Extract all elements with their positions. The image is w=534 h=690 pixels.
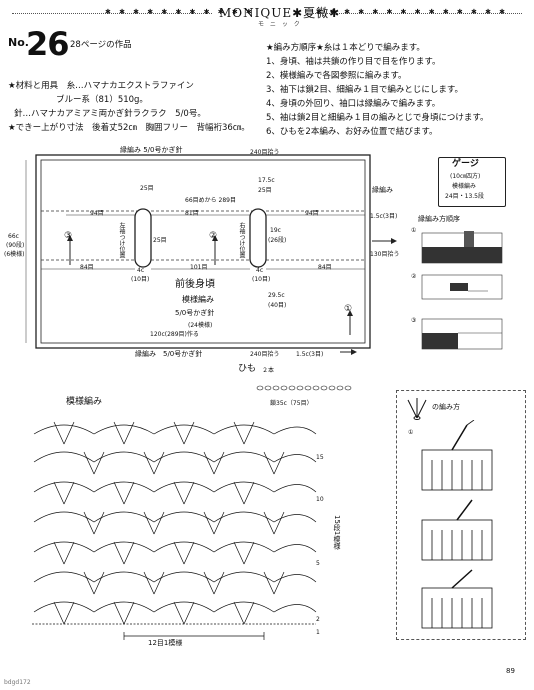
label-81: 81目 bbox=[185, 210, 199, 217]
header-ornament-left: ✱ ✱ ✱ ✱ ✱ ✱ ✱ ✱ ✱ ✱ ✱ bbox=[105, 8, 255, 16]
howto-illustrations bbox=[421, 420, 493, 629]
header-rule-right bbox=[312, 13, 522, 15]
label-left-sleeve: 左袖つけ位置 bbox=[118, 222, 125, 258]
label-25b: 25目 bbox=[258, 187, 272, 194]
step-2: 2、模様編みで各図参照に編みます。 bbox=[266, 71, 407, 81]
label-26: (26段) bbox=[268, 237, 287, 244]
pattern-number: 26 bbox=[26, 25, 70, 63]
label-25a: 25目 bbox=[140, 185, 154, 192]
howto-title: の編み方 bbox=[432, 403, 460, 411]
label-right-sleeve: 右袖つけ位置 bbox=[238, 222, 245, 258]
label-295: 29.5c bbox=[268, 292, 285, 299]
materials-line3: 針…ハマナカアミアミ両かぎ針ラクラク 5/0号。 bbox=[14, 109, 206, 119]
label-edge-bottom: 縁編み 5/0号かぎ針 bbox=[135, 350, 203, 358]
edge-order-diagrams bbox=[421, 231, 503, 350]
himo-chain bbox=[256, 385, 352, 391]
chart-row-2: 2 bbox=[316, 616, 320, 623]
label-90: (90段) bbox=[6, 242, 25, 249]
label-10b: (10目) bbox=[252, 276, 271, 283]
gauge-box bbox=[438, 157, 506, 207]
label-130: 130目拾う bbox=[370, 251, 400, 258]
chart-row-15: 15 bbox=[316, 454, 324, 461]
fan-stitch-symbol-icon bbox=[407, 398, 427, 420]
howto-n1: ① bbox=[408, 429, 414, 436]
label-15b: 1.5c(3目) bbox=[296, 351, 324, 358]
label-4b: 4c bbox=[256, 267, 264, 274]
header-rule-left bbox=[12, 13, 212, 15]
chart-row-10: 10 bbox=[316, 496, 324, 503]
edge-order-n1: ① bbox=[411, 227, 417, 234]
label-10a: (10目) bbox=[131, 276, 150, 283]
label-84b: 84目 bbox=[318, 264, 332, 271]
label-24: (24模様) bbox=[188, 322, 213, 329]
label-25c: 25目 bbox=[153, 237, 167, 244]
edge-order-title: 縁編み方順序 bbox=[418, 215, 460, 223]
label-94b: 94目 bbox=[305, 210, 319, 217]
label-body-pattern: 模様編み bbox=[182, 295, 214, 304]
label-40: (40目) bbox=[268, 302, 287, 309]
chart-title: 模様編み bbox=[66, 397, 103, 407]
label-body-title: 前後身頃 bbox=[175, 279, 215, 290]
gauge-sub: (10㎝四方) bbox=[450, 173, 481, 180]
body-schematic bbox=[25, 154, 397, 355]
label-66: 66目めから 289目 bbox=[185, 197, 236, 204]
chart-row-5: 5 bbox=[316, 560, 320, 567]
materials-line1: ★材料と用具 糸…ハマナカエクストラファイン bbox=[8, 81, 194, 91]
materials-line2: ブルー系（81）510g。 bbox=[56, 95, 148, 105]
label-19: 19c bbox=[270, 227, 281, 234]
chart-rep-label: 15段1模様 bbox=[333, 515, 341, 550]
footer-mark: bdgd172 bbox=[4, 679, 31, 686]
steps-title: ★編み方順序★糸は１本どりで編みます。 bbox=[266, 43, 425, 53]
label-6rows: (6模様) bbox=[4, 251, 25, 258]
label-edge-top: 縁編み 5/0号かぎ針 bbox=[120, 146, 183, 154]
label-rows-top: 240目拾う bbox=[250, 149, 280, 156]
header-ornament-right: ✱ ✱ ✱ ✱ ✱ ✱ ✱ ✱ ✱ ✱ ✱ ✱ ✱ ✱ bbox=[316, 8, 509, 16]
chart-bottom-label: 12目1模様 bbox=[148, 639, 183, 647]
label-15a: 1.5c(3目) bbox=[370, 213, 398, 220]
label-edge-right: 縁編み bbox=[372, 186, 393, 194]
label-120: 120c(289目)作る bbox=[150, 331, 199, 338]
edge-order-n2: ② bbox=[411, 273, 417, 280]
header-brand: MONIQUE✱夏微✱ bbox=[219, 6, 341, 20]
gauge-pattern: 模様編み bbox=[452, 183, 477, 190]
page-number: 89 bbox=[506, 667, 515, 675]
gauge-value: 24目・13.5段 bbox=[445, 193, 484, 200]
label-circle-2: ② bbox=[209, 231, 218, 241]
chart-row-1: 1 bbox=[316, 629, 320, 636]
label-84a: 84目 bbox=[80, 264, 94, 271]
howto-box bbox=[396, 390, 526, 640]
gauge-title: ゲージ bbox=[452, 159, 479, 169]
header-sub: モ ニ ッ ク bbox=[258, 21, 302, 28]
label-175: 17.5c bbox=[258, 177, 275, 184]
himo-title: ひも bbox=[238, 364, 257, 374]
label-94a: 94目 bbox=[90, 210, 104, 217]
step-1: 1、身頃、袖は共鎖の作り目で目を作ります。 bbox=[266, 57, 441, 67]
step-3: 3、袖下は鎖2目、細編み１目で編みとじにします。 bbox=[266, 85, 463, 95]
edge-order-n3: ③ bbox=[411, 317, 417, 324]
label-circle-1: ① bbox=[344, 304, 353, 314]
stitch-chart bbox=[32, 421, 317, 640]
label-circle-3: ③ bbox=[64, 231, 73, 241]
pattern-no-label: No. bbox=[8, 36, 29, 49]
step-6: 6、ひもを2本編み、お好み位置で結びます。 bbox=[266, 127, 438, 137]
step-4: 4、身頃の外回り、袖口は縁編みで編みます。 bbox=[266, 99, 441, 109]
himo-length: 鎖35c（75目） bbox=[270, 400, 313, 407]
label-101: 101目 bbox=[190, 264, 208, 271]
himo-count: ２本 bbox=[262, 367, 275, 374]
pattern-page-ref: 28ページの作品 bbox=[70, 40, 132, 50]
label-4a: 4c bbox=[137, 267, 145, 274]
label-66c: 66c bbox=[8, 233, 19, 240]
label-rows-bottom: 240目拾う bbox=[250, 351, 280, 358]
materials-line4: ★できー上がり寸法 後着丈52㎝ 胸囲フリー 背幅裄36㎝。 bbox=[8, 123, 250, 133]
step-5: 5、袖は鎖2目と細編み１目の編みとじで身頃につけます。 bbox=[266, 113, 489, 123]
label-body-hook: 5/0号かぎ針 bbox=[175, 309, 215, 317]
